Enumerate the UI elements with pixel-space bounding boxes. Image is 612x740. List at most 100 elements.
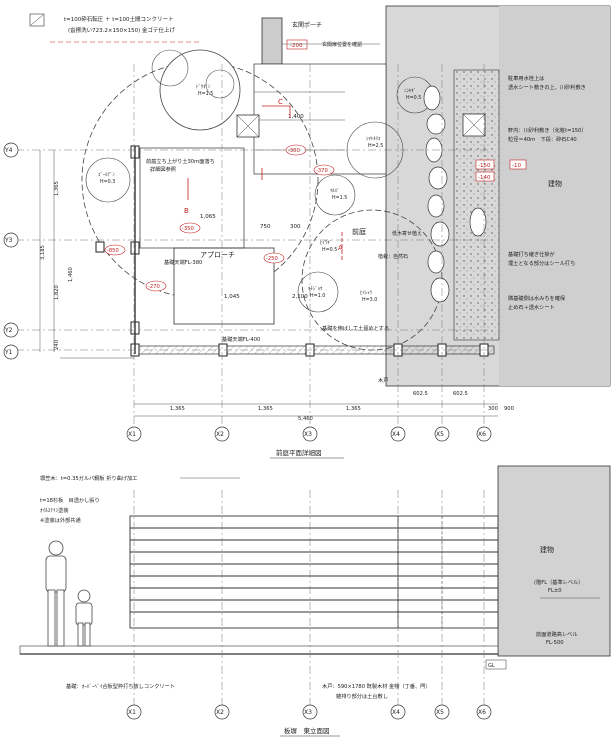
svg-text:ﾏﾙﾊﾞ: ﾏﾙﾊﾞ bbox=[330, 187, 340, 194]
svg-text:1,365: 1,365 bbox=[346, 406, 361, 412]
svg-text:X1: X1 bbox=[128, 709, 136, 716]
svg-text:Y2: Y2 bbox=[4, 327, 13, 334]
svg-text:750: 750 bbox=[260, 224, 271, 230]
svg-text:X6: X6 bbox=[478, 709, 486, 716]
svg-text:Y4: Y4 bbox=[4, 147, 13, 154]
porch-paving bbox=[253, 63, 387, 175]
svg-text:-270: -270 bbox=[148, 284, 160, 290]
grid-lines-plan bbox=[16, 64, 490, 440]
svg-text:602.5: 602.5 bbox=[413, 391, 428, 397]
svg-text:H=0.5: H=0.5 bbox=[406, 95, 421, 101]
svg-text:1,820: 1,820 bbox=[54, 285, 60, 300]
svg-text:ﾋﾒｼｬﾗ: ﾋﾒｼｬﾗ bbox=[360, 290, 373, 296]
svg-text:-300: -300 bbox=[288, 148, 300, 154]
note-door: 玄関扉位置を確認 bbox=[322, 41, 362, 48]
building-inner bbox=[499, 6, 610, 386]
grid-x-labels-elev: X1 X2 X3 X4 X5 X6 bbox=[126, 704, 492, 720]
svg-text:Y3: Y3 bbox=[4, 237, 13, 244]
garden-text-2: 植栽：自然石 bbox=[378, 253, 408, 260]
svg-text:X5: X5 bbox=[436, 431, 444, 438]
svg-text:H=3.0: H=3.0 bbox=[362, 297, 377, 303]
entrance-post bbox=[261, 17, 283, 65]
dims-left: 1,365 1,820 1,460 240 3,185 bbox=[39, 150, 74, 352]
note-right-1: 駐車用水栓上は bbox=[508, 74, 544, 82]
svg-text:ｼﾏﾄﾈﾘｺ: ｼﾏﾄﾈﾘｺ bbox=[366, 136, 381, 142]
note-foot: 木戸 bbox=[378, 376, 388, 384]
garden-text-1: 低木寄せ植え bbox=[392, 230, 422, 237]
gl-tag: GL bbox=[488, 663, 495, 669]
svg-text:ﾄﾞｳﾀﾞﾝ: ﾄﾞｳﾀﾞﾝ bbox=[196, 83, 211, 90]
svg-text:H=0.5: H=0.5 bbox=[322, 247, 337, 253]
fence-elevation bbox=[129, 515, 499, 629]
svg-text:-250: -250 bbox=[266, 256, 278, 262]
grid-y-labels: Y4 Y3 Y2 Y1 bbox=[3, 142, 19, 360]
note-right-4: 粒径＝40ｍ 下段：砕石C40 bbox=[508, 135, 577, 143]
label-building-plan: 建物 bbox=[548, 179, 562, 188]
human-figure-child bbox=[75, 589, 93, 647]
svg-text:1,065: 1,065 bbox=[200, 214, 216, 220]
elev-note-bottom-left: 基礎：ｵｰﾊﾞｰﾍﾞｲ合板型枠打ち放しコンクリート bbox=[66, 682, 175, 690]
human-figure-adult bbox=[45, 540, 67, 647]
tag-minus140 bbox=[475, 171, 495, 182]
svg-text:-370: -370 bbox=[316, 168, 328, 174]
svg-text:-140: -140 bbox=[478, 175, 491, 181]
foundation bbox=[19, 645, 499, 655]
svg-text:ﾋｲﾗｷﾞ: ﾋｲﾗｷﾞ bbox=[320, 239, 332, 246]
tag-minus10 bbox=[509, 159, 527, 170]
note-top-left-2: (沓擦洗い723.2×150×150) 金ゴテ仕上げ bbox=[68, 26, 175, 34]
svg-text:1,365: 1,365 bbox=[54, 181, 60, 196]
elev-note-top: 塀笠木：t=0.35ガルバ鋼板 折り曲げ加工 bbox=[40, 474, 137, 482]
svg-text:3,185: 3,185 bbox=[40, 245, 46, 260]
plan-view: t=100砕石転圧 ＋ t=100土間コンクリート (沓擦洗い723.2×150… bbox=[3, 5, 611, 459]
svg-text:H=0.3: H=0.3 bbox=[100, 179, 115, 185]
svg-text:X2: X2 bbox=[216, 431, 224, 438]
elev-note-left-2: ｵｲﾙｽﾃｲﾝ塗装 bbox=[40, 506, 69, 514]
note-grass: 基礎を伸ばして土留めとする bbox=[322, 324, 389, 332]
svg-text:2,100: 2,100 bbox=[292, 294, 308, 300]
fl-level-2: FL±0 bbox=[548, 588, 562, 594]
elevation-view: 建物 (階FL（基準レベル） FL±0 前面道路高レベル FL-500 塀笠木：… bbox=[19, 465, 611, 737]
grid-x-labels-plan: X1 X2 X3 X4 X5 X6 bbox=[126, 426, 492, 442]
elev-note-bottom-right-2: 雑排り部分は土台敷し bbox=[336, 692, 388, 700]
svg-text:X6: X6 bbox=[478, 431, 486, 438]
plan-title: 前庭平面詳細図 bbox=[276, 448, 322, 457]
elev-note-bottom-right-1: 木戸：590×1780 既製木材 金物（丁番、閂） bbox=[322, 682, 431, 690]
elevation-title: 板塀 東立面図 bbox=[284, 726, 330, 735]
section-b: B bbox=[184, 207, 189, 215]
svg-text:240: 240 bbox=[54, 340, 60, 350]
kiso-top: 基礎天端FL-380 bbox=[164, 258, 202, 266]
svg-text:ﾆｼｷｷﾞ: ﾆｼｷｷﾞ bbox=[404, 87, 416, 94]
road-level-2: FL-500 bbox=[546, 640, 564, 646]
svg-text:ｺﾞｰﾙﾃﾞﾝ: ｺﾞｰﾙﾃﾞﾝ bbox=[98, 171, 115, 178]
canopy-1 bbox=[159, 49, 241, 131]
svg-text:ｷﾁｼﾞｮｳ: ｷﾁｼﾞｮｳ bbox=[308, 285, 323, 292]
svg-text:5,460: 5,460 bbox=[298, 416, 313, 422]
note-right-3: 軒内：川砂利敷き（化粧t=150） bbox=[508, 126, 587, 134]
svg-text:1,045: 1,045 bbox=[224, 294, 240, 300]
svg-text:-350: -350 bbox=[182, 226, 194, 232]
svg-text:-200: -200 bbox=[290, 43, 303, 49]
approach-area bbox=[173, 247, 275, 325]
elev-note-left-3: ※塗装は外部共通 bbox=[40, 516, 81, 524]
svg-text:X4: X4 bbox=[392, 431, 400, 438]
kiso-bottom: 基礎天端FL-400 bbox=[222, 335, 260, 343]
tag-minus150 bbox=[475, 159, 495, 170]
section-c: C bbox=[278, 98, 283, 106]
section-a: A bbox=[338, 244, 343, 252]
svg-text:-850: -850 bbox=[107, 248, 119, 254]
svg-text:H=1.5: H=1.5 bbox=[332, 195, 347, 201]
svg-text:1,460: 1,460 bbox=[68, 267, 74, 282]
label-building-elev: 建物 bbox=[540, 545, 554, 554]
note-approach-2: 詳細図参照 bbox=[150, 165, 176, 173]
svg-text:900: 900 bbox=[504, 406, 514, 412]
svg-text:H=2.5: H=2.5 bbox=[368, 143, 383, 149]
svg-text:H=1.5: H=1.5 bbox=[198, 91, 213, 97]
svg-text:X4: X4 bbox=[392, 709, 400, 716]
note-right-low-1: 隣基礎側は水みちを確保 bbox=[508, 294, 566, 302]
label-entrance: 玄関ポーチ bbox=[292, 21, 322, 29]
fl-level-1: (階FL（基準レベル） bbox=[534, 578, 583, 586]
note-approach-1: 前庭立ち上がり土30ｍ面落ち bbox=[146, 157, 215, 165]
tag-minus200 bbox=[286, 39, 308, 50]
elev-note-left-1: t=18杉板 目透かし張り bbox=[40, 496, 100, 504]
